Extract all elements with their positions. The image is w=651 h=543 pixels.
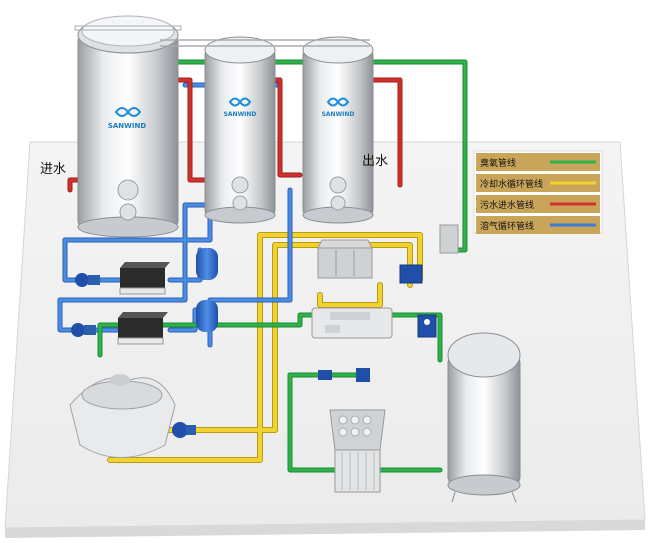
outlet-label: 出水 — [362, 154, 388, 169]
legend-item-ozone: 臭氧管线 — [476, 153, 600, 171]
ozone-valve-set — [318, 368, 370, 382]
cooling-water-pipes — [107, 232, 423, 463]
exhaust-destructor — [439, 224, 459, 254]
cooling-circulation-pump — [399, 264, 423, 284]
inlet-label: 进水 — [40, 162, 66, 177]
cooling-pump — [172, 422, 196, 438]
oxygen-storage-tank — [447, 332, 521, 503]
reactor-tank-middle — [204, 36, 276, 224]
legend-text-gas: 溶气循环管线 — [480, 220, 534, 232]
oxygen-concentrator — [417, 314, 437, 338]
brand-text-large: SANWIND — [108, 122, 147, 130]
dissolving-unit-upper — [119, 262, 170, 295]
dissolving-unit-lower — [117, 312, 168, 345]
gas-separator-lower — [196, 300, 218, 332]
ozone-contact-unit — [329, 409, 386, 493]
brand-logo-large: SANWIND — [108, 107, 147, 130]
reactor-tank-right — [302, 36, 374, 224]
cooling-tower — [69, 374, 176, 458]
reactor-tank-large — [74, 15, 182, 238]
pipe-legend: 臭氧管线 冷却水循环管线 污水进水管线 溶气循环管线 — [473, 150, 603, 234]
legend-text-sewage: 污水进水管线 — [480, 199, 534, 211]
control-cabinet — [317, 239, 373, 279]
brand-text-right: SANWIND — [322, 111, 355, 118]
legend-item-sewage: 污水进水管线 — [476, 195, 600, 213]
brand-text-middle: SANWIND — [224, 111, 257, 118]
legend-item-gas: 溶气循环管线 — [476, 216, 600, 234]
ozone-generator — [311, 307, 393, 339]
legend-text-ozone: 臭氧管线 — [480, 157, 516, 169]
legend-item-cooling: 冷却水循环管线 — [476, 174, 600, 192]
gas-separator-upper — [196, 248, 218, 280]
circulation-pump-upper — [75, 273, 100, 287]
brand-logo-right: SANWIND — [322, 97, 355, 118]
top-walkway-railing — [160, 39, 370, 47]
circulation-pump-lower — [71, 323, 96, 337]
brand-logo-middle: SANWIND — [224, 97, 257, 118]
legend-text-cooling: 冷却水循环管线 — [480, 178, 543, 190]
